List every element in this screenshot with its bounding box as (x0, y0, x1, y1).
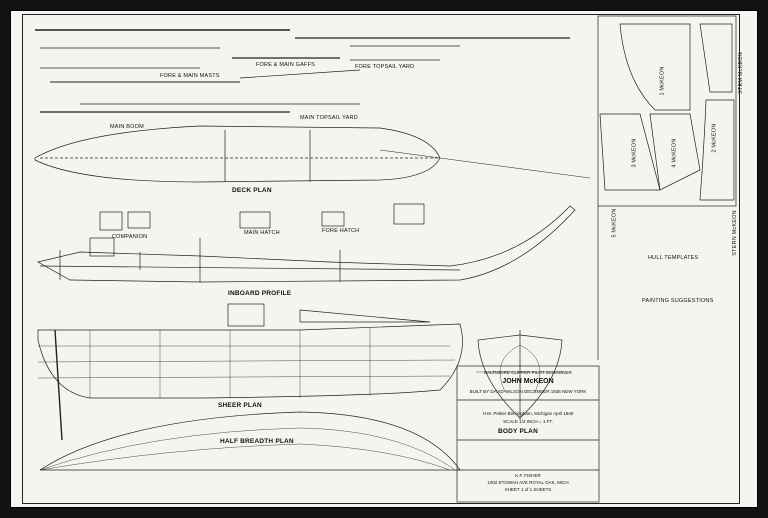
companion-label: COMPANION (112, 234, 148, 240)
drawing-border (22, 14, 740, 504)
deck-plan-label: DECK PLAN (232, 187, 272, 194)
drawing-sheet (10, 10, 758, 508)
template-label-4: 4 McKEON (671, 138, 678, 168)
body-plan-label: BODY PLAN (498, 428, 538, 435)
title-block: BALTIMORE CLIPPER PILOT SCHOONER JOHN Mc… (457, 366, 599, 502)
fore-topsail-yard-label: FORE TOPSAIL YARD (355, 64, 415, 70)
template-label-3: 3 McKEON (631, 138, 638, 168)
template-label-2: 2 McKEON (711, 123, 718, 153)
main-hatch-label: MAIN HATCH (244, 230, 280, 236)
sheer-plan-label: SHEER PLAN (218, 402, 262, 409)
title-line-7: 1002 ETOWAH AVE ROYAL OAK, MICH (487, 480, 569, 485)
main-topsail-yard-label: MAIN TOPSAIL YARD (300, 115, 358, 121)
fore-main-gaffs-label: FORE & MAIN GAFFS (256, 62, 316, 68)
title-line-5: SCALE 1/4 INCH = 1 FT. (503, 419, 553, 424)
title-line-4: H.M. Pettier Birmingham, Michigan April … (482, 411, 574, 416)
title-line-6: K.F. FISHER (515, 473, 541, 478)
title-line-3: BUILT BY DAVID WILSON DECEMBER 1836 NEW … (469, 389, 587, 394)
main-boom-label: MAIN BOOM (110, 124, 144, 130)
template-label-stem: STEM McKEON (737, 52, 744, 94)
title-line-2: JOHN McKEON (502, 378, 554, 385)
template-label-1: 1 McKEON (659, 66, 666, 96)
fore-hatch-label: FORE HATCH (322, 228, 360, 234)
template-label-5: 5 McKEON (611, 208, 618, 238)
half-breadth-plan-label: HALF BREADTH PLAN (220, 438, 294, 445)
template-label-stern: STERN McKEON (731, 210, 738, 256)
title-line-8: SHEET 1 of 1 SHEETS (504, 487, 552, 492)
inboard-profile-label: INBOARD PROFILE (228, 290, 292, 297)
painting-suggestions-label: PAINTING SUGGESTIONS (642, 298, 714, 304)
hull-templates-label: HULL TEMPLATES (648, 255, 699, 261)
title-line-1: BALTIMORE CLIPPER PILOT SCHOONER (484, 370, 572, 375)
fore-main-masts-label: FORE & MAIN MASTS (160, 73, 220, 79)
